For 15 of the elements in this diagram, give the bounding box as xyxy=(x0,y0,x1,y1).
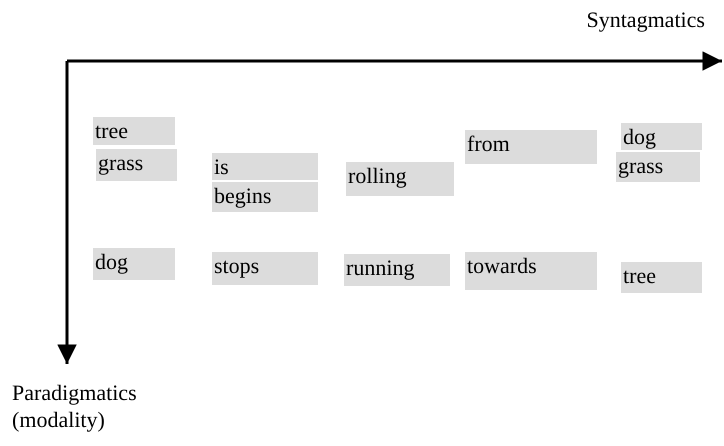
word-box: tree xyxy=(93,117,175,145)
axis-label: Paradigmatics (modality) xyxy=(12,379,138,433)
word-box: stops xyxy=(212,252,318,285)
word-box: dog xyxy=(93,248,175,280)
word-box: running xyxy=(344,254,450,286)
word-box: dog xyxy=(621,123,702,150)
word-box: towards xyxy=(465,252,597,290)
word-box: grass xyxy=(96,149,177,181)
word-box: rolling xyxy=(346,162,454,196)
word-box: from xyxy=(465,130,597,164)
word-box: grass xyxy=(616,152,700,182)
word-box: tree xyxy=(621,262,702,293)
word-box: begins xyxy=(212,182,318,212)
word-box: is xyxy=(212,153,318,180)
axis-label: Syntagmatics xyxy=(586,6,705,33)
